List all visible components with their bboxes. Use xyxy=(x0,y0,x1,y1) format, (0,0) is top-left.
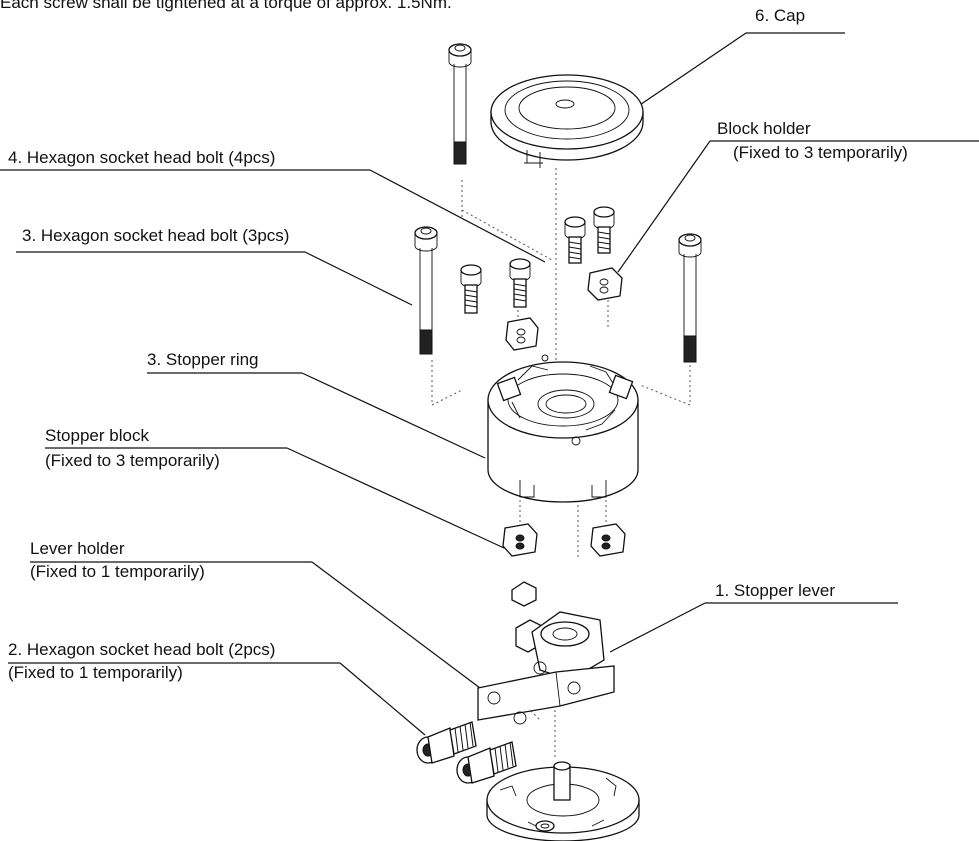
label-lever-holder: Lever holder xyxy=(30,539,125,558)
small-bolts xyxy=(416,721,517,784)
stopper-lever-part xyxy=(477,581,615,725)
label-stopper-lever: 1. Stopper lever xyxy=(715,581,835,600)
base-plate-part xyxy=(486,761,640,841)
label-hex-bolt-3: 3. Hexagon socket head bolt (3pcs) xyxy=(22,226,289,245)
stopper-ring-part xyxy=(487,354,639,503)
cap-part xyxy=(490,74,644,168)
label-block-holder-note: (Fixed to 3 temporarily) xyxy=(733,143,908,162)
label-cap: 6. Cap xyxy=(755,6,805,25)
long-bolt-right xyxy=(678,233,702,363)
torque-note: Each screw shall be tightened at a torqu… xyxy=(0,0,452,12)
stopper-blocks xyxy=(502,523,626,557)
leader-lines xyxy=(0,32,979,736)
long-bolt-middle xyxy=(414,226,438,355)
short-bolts xyxy=(460,206,615,314)
long-bolt-left xyxy=(448,43,472,165)
label-lever-holder-note: (Fixed to 1 temporarily) xyxy=(30,562,205,581)
label-hex-bolt-2-note: (Fixed to 1 temporarily) xyxy=(8,663,183,682)
label-block-holder: Block holder xyxy=(717,119,811,138)
label-stopper-block-note: (Fixed to 3 temporarily) xyxy=(45,451,220,470)
label-stopper-block: Stopper block xyxy=(45,426,149,445)
block-holder-right xyxy=(587,267,623,301)
label-stopper-ring: 3. Stopper ring xyxy=(147,350,259,369)
block-holder-left xyxy=(505,317,539,351)
label-hex-bolt-2: 2. Hexagon socket head bolt (2pcs) xyxy=(8,640,275,659)
label-hex-bolt-4: 4. Hexagon socket head bolt (4pcs) xyxy=(8,148,275,167)
